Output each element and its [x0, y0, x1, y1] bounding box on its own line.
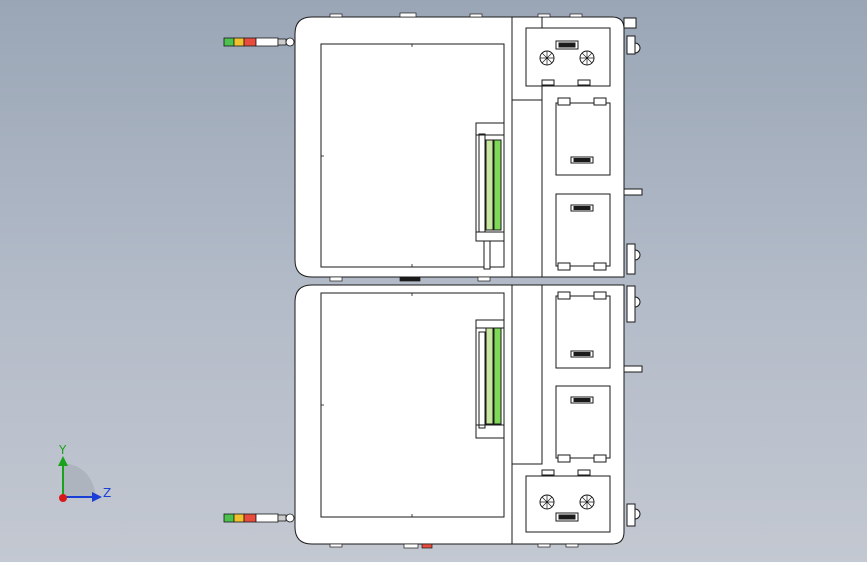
- fan-icon: [579, 494, 595, 510]
- caster-icon: [626, 243, 641, 275]
- axis-plane-indicator: [63, 463, 96, 497]
- axis-triad: Y Z: [58, 443, 111, 502]
- upper-fan-panel: [525, 27, 611, 87]
- lower-window-panel: [320, 292, 505, 518]
- fan-icon: [579, 50, 595, 66]
- lower-unit: [294, 284, 643, 549]
- upper-window-panel: [320, 43, 505, 268]
- lower-fan-panel: [525, 469, 611, 533]
- upper-electrical-box-2: [555, 193, 611, 271]
- lower-signal-tower: [223, 513, 295, 523]
- caster-icon: [626, 503, 641, 527]
- upper-unit: [294, 12, 643, 282]
- fan-icon: [539, 494, 555, 510]
- upper-signal-tower: [223, 37, 295, 47]
- lower-card-rack: [475, 319, 505, 439]
- upper-electrical-box-1: [555, 97, 611, 176]
- caster-icon: [626, 285, 641, 323]
- z-axis-arrow-icon: [63, 492, 102, 502]
- z-axis-label: Z: [103, 486, 111, 500]
- caster-icon: [626, 35, 641, 55]
- y-axis-label: Y: [58, 443, 67, 457]
- lower-electrical-box-2: [555, 385, 611, 463]
- lower-electrical-box-1: [555, 291, 611, 369]
- axis-origin-icon: [59, 494, 67, 502]
- y-axis-arrow-icon: [58, 456, 68, 497]
- upper-card-rack: [475, 122, 505, 270]
- fan-icon: [539, 50, 555, 66]
